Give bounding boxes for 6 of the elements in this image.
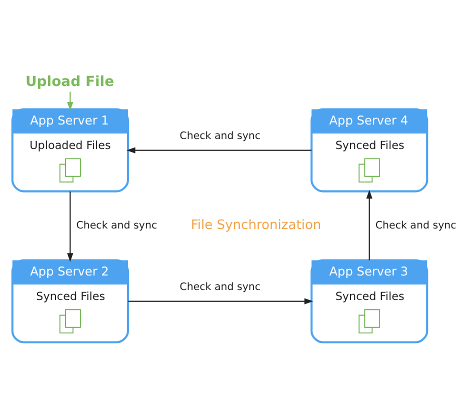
edge-label: Check and sync	[180, 130, 261, 142]
edge-label: Check and sync	[76, 219, 158, 232]
label: File Synchronization	[190, 218, 322, 234]
edge-label: Check and sync	[180, 280, 261, 293]
node-text: Upload File	[25, 74, 114, 90]
edge-label: Check and sync	[375, 219, 456, 232]
